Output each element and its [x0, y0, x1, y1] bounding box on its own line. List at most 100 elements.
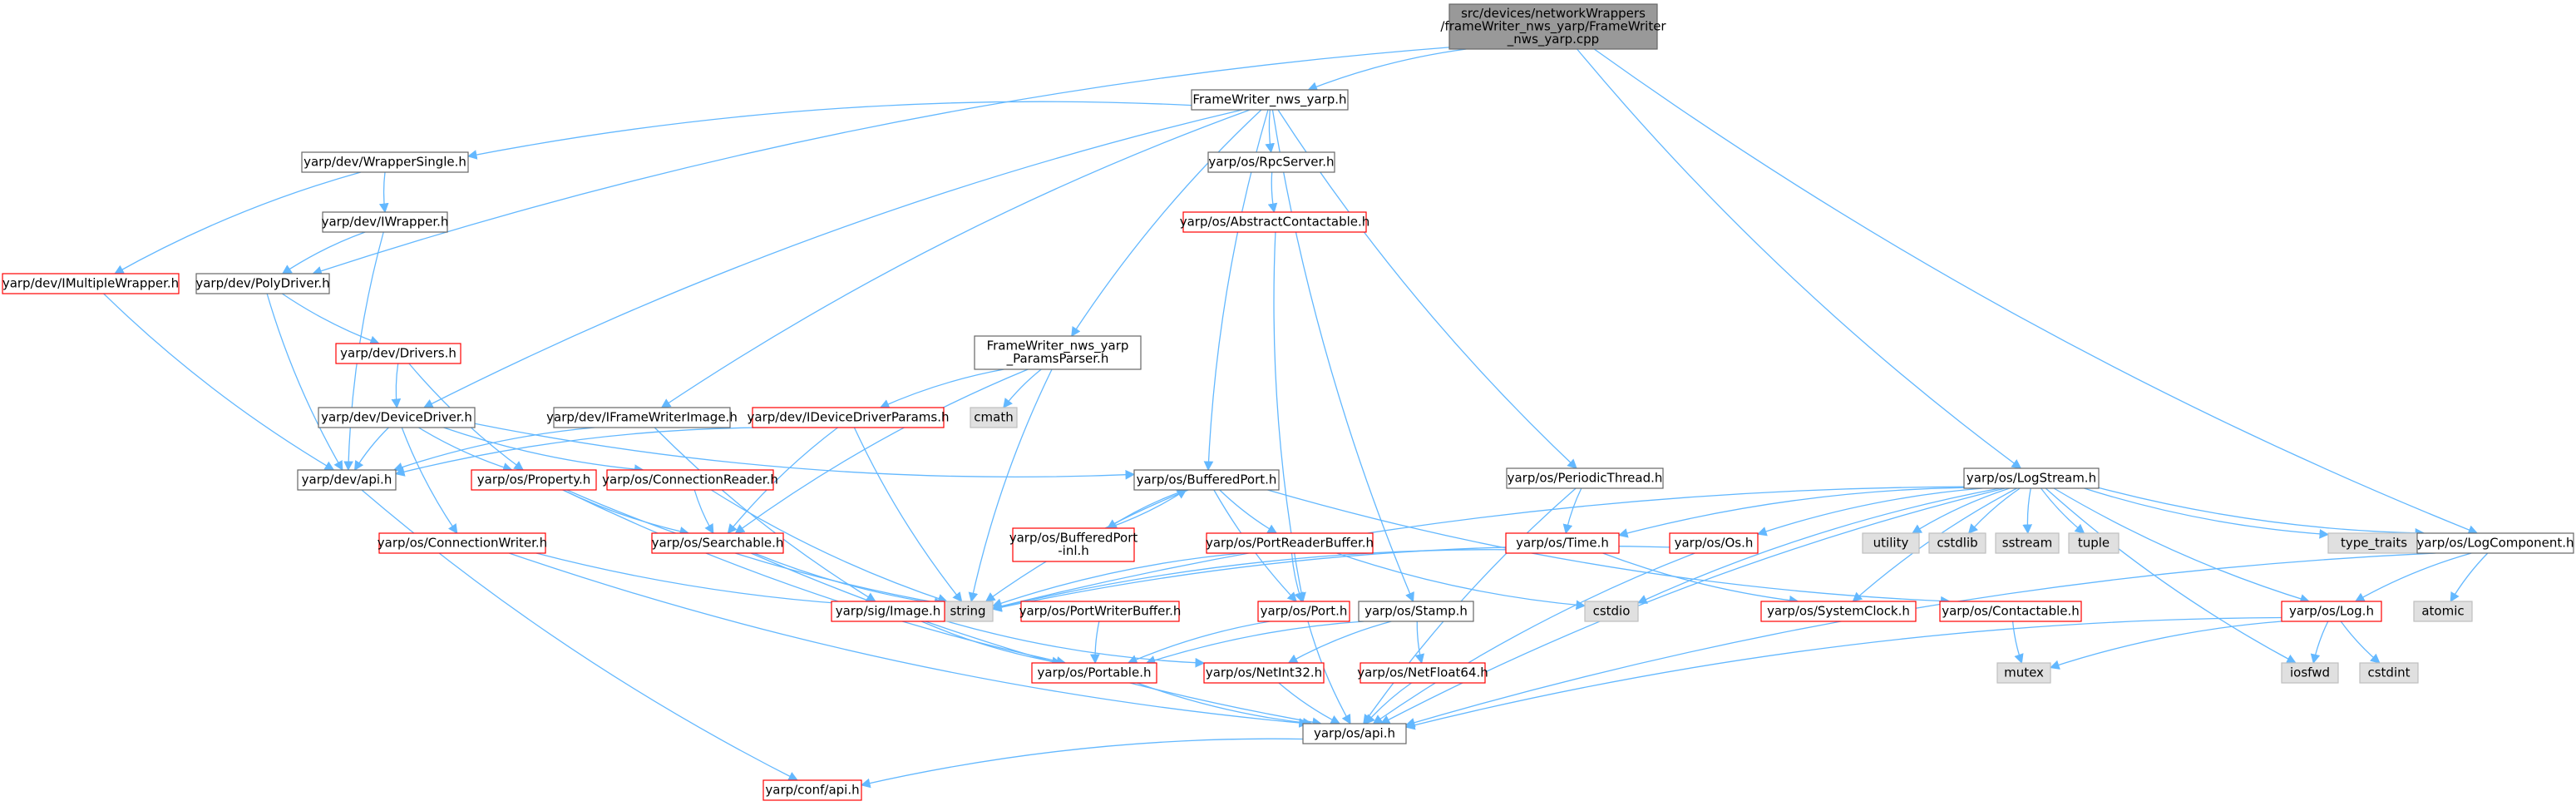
node-contactable[interactable]: yarp/os/Contactable.h [1939, 601, 2082, 622]
edge-devicedriver-to-property [418, 427, 513, 472]
node-connwriter[interactable]: yarp/os/ConnectionWriter.h [378, 532, 547, 554]
node-label: sstream [2002, 535, 2052, 550]
node-rpcserver[interactable]: yarp/os/RpcServer.h [1207, 151, 1335, 173]
node-box [2359, 662, 2419, 684]
node-label: yarp/os/Log.h [2289, 603, 2374, 618]
edge-fw_h-to-rpcserver [1265, 109, 1275, 154]
node-conf_api[interactable]: yarp/conf/api.h [762, 779, 862, 801]
node-idevparams[interactable]: yarp/dev/IDeviceDriverParams.h [748, 407, 950, 428]
edge-os_h-to-os_api [1372, 552, 1695, 724]
node-imultiple[interactable]: yarp/dev/IMultipleWrapper.h [2, 273, 180, 294]
edge-sig_image-to-portable [920, 621, 1062, 666]
edge-fw_h-to-params_parser [1071, 109, 1262, 337]
nodes-layer: src/devices/networkWrappers/frameWriter_… [2, 3, 2574, 801]
node-os_h[interactable]: yarp/os/Os.h [1669, 532, 1759, 554]
edge-rpcserver-to-abstract_contactable [1267, 171, 1278, 214]
node-type_traits: type_traits [2327, 532, 2421, 554]
node-fw_h[interactable]: FrameWriter_nws_yarp.h [1191, 89, 1349, 111]
node-abstract_contactable[interactable]: yarp/os/AbstractContactable.h [1180, 211, 1370, 233]
node-bufferedport_inl[interactable]: yarp/os/BufferedPort-inl.h [1009, 527, 1138, 562]
node-label: cstdint [2367, 665, 2410, 680]
node-polydriver[interactable]: yarp/dev/PolyDriver.h [195, 273, 330, 294]
node-label: cstdio [1593, 603, 1631, 618]
edge-devicedriver-to-bufferedport [474, 423, 1136, 480]
edge-stamp-to-netint32 [1287, 621, 1392, 664]
node-iframewriter[interactable]: yarp/dev/IFrameWriterImage.h [546, 407, 738, 428]
node-box [1995, 532, 2060, 554]
edge-polydriver-to-drivers [281, 293, 380, 345]
node-mutex: mutex [1996, 662, 2051, 684]
edge-searchable-to-os_api [750, 552, 1323, 727]
node-label: yarp/sig/Image.h [836, 603, 941, 618]
node-bufferedport[interactable]: yarp/os/BufferedPort.h [1133, 469, 1280, 491]
node-time[interactable]: yarp/os/Time.h [1505, 532, 1620, 554]
edge-drivers-to-devicedriver [391, 363, 402, 409]
node-label: string [950, 603, 985, 618]
node-wrapper_single[interactable]: yarp/dev/WrapperSingle.h [301, 151, 469, 173]
edge-logstream-to-log [2053, 487, 2311, 604]
edge-port-to-os_api [1307, 621, 1351, 725]
edge-os_api-to-conf_api [860, 738, 1304, 789]
node-periodic[interactable]: yarp/os/PeriodicThread.h [1506, 467, 1664, 489]
edge-idevparams-to-searchable [727, 427, 838, 534]
node-label: utility [1873, 535, 1909, 550]
edge-property-to-string [566, 489, 945, 607]
node-box [1862, 532, 1920, 554]
node-label: yarp/conf/api.h [765, 782, 859, 797]
edge-portreaderbuffer-to-port [1290, 552, 1304, 603]
edge-bufferedport_inl-to-bufferedport [1107, 489, 1187, 529]
node-log[interactable]: yarp/os/Log.h [2281, 601, 2382, 622]
edge-property-to-portable [562, 489, 1067, 666]
node-label: _nws_yarp.cpp [1507, 32, 1599, 47]
node-logcomponent[interactable]: yarp/os/LogComponent.h [2416, 532, 2574, 554]
node-stamp[interactable]: yarp/os/Stamp.h [1358, 601, 1474, 622]
edge-connreader-to-searchable [693, 489, 714, 535]
node-box [2416, 532, 2574, 554]
node-root[interactable]: src/devices/networkWrappers/frameWriter_… [1440, 3, 1666, 50]
node-netint32[interactable]: yarp/os/NetInt32.h [1203, 662, 1325, 684]
node-tuple: tuple [2068, 532, 2120, 554]
node-label: yarp/os/Time.h [1516, 535, 1609, 550]
node-portreaderbuffer[interactable]: yarp/os/PortReaderBuffer.h [1206, 532, 1374, 554]
edge-netfloat64-to-os_api [1364, 682, 1412, 724]
edge-port-to-portable [1127, 621, 1271, 665]
node-box [1358, 601, 1474, 622]
node-label: yarp/os/Port.h [1261, 603, 1348, 618]
node-connreader[interactable]: yarp/os/ConnectionReader.h [602, 469, 778, 491]
node-property[interactable]: yarp/os/Property.h [471, 469, 597, 491]
node-box [1996, 662, 2051, 684]
node-string: string [942, 601, 994, 622]
node-netfloat64[interactable]: yarp/os/NetFloat64.h [1357, 662, 1488, 684]
node-portwriterbuffer[interactable]: yarp/os/PortWriterBuffer.h [1019, 601, 1182, 622]
node-box [471, 469, 597, 491]
node-params_parser[interactable]: FrameWriter_nws_yarp_ParamsParser.h [974, 335, 1142, 370]
node-iwrapper[interactable]: yarp/dev/IWrapper.h [322, 211, 449, 233]
node-port[interactable]: yarp/os/Port.h [1257, 601, 1350, 622]
node-portable[interactable]: yarp/os/Portable.h [1031, 662, 1157, 684]
node-label: yarp/dev/PolyDriver.h [195, 275, 329, 290]
node-os_api[interactable]: yarp/os/api.h [1302, 723, 1407, 744]
node-searchable[interactable]: yarp/os/Searchable.h [651, 532, 784, 554]
edge-logstream-to-logcomponent [2098, 487, 2425, 538]
edge-contactable-to-mutex [2011, 621, 2024, 665]
node-logstream[interactable]: yarp/os/LogStream.h [1963, 467, 2100, 489]
node-box [1963, 467, 2100, 489]
node-sig_image[interactable]: yarp/sig/Image.h [831, 601, 945, 622]
node-systemclock[interactable]: yarp/os/SystemClock.h [1760, 601, 1917, 622]
node-box [762, 779, 862, 801]
node-atomic: atomic [2413, 601, 2473, 622]
node-drivers[interactable]: yarp/dev/Drivers.h [335, 343, 461, 364]
node-dev_api[interactable]: yarp/dev/api.h [297, 469, 397, 491]
node-label: yarp/os/Portable.h [1038, 665, 1152, 680]
node-box [831, 601, 945, 622]
node-label: yarp/os/Property.h [477, 472, 590, 487]
node-label: -inl.h [1058, 543, 1089, 558]
node-label: yarp/dev/api.h [302, 472, 392, 487]
edge-logstream-to-utility [1912, 487, 2011, 534]
node-label: yarp/os/Searchable.h [652, 535, 784, 550]
node-box [970, 407, 1018, 428]
node-box [974, 335, 1142, 370]
node-box [606, 469, 774, 491]
node-devicedriver[interactable]: yarp/dev/DeviceDriver.h [318, 407, 476, 428]
